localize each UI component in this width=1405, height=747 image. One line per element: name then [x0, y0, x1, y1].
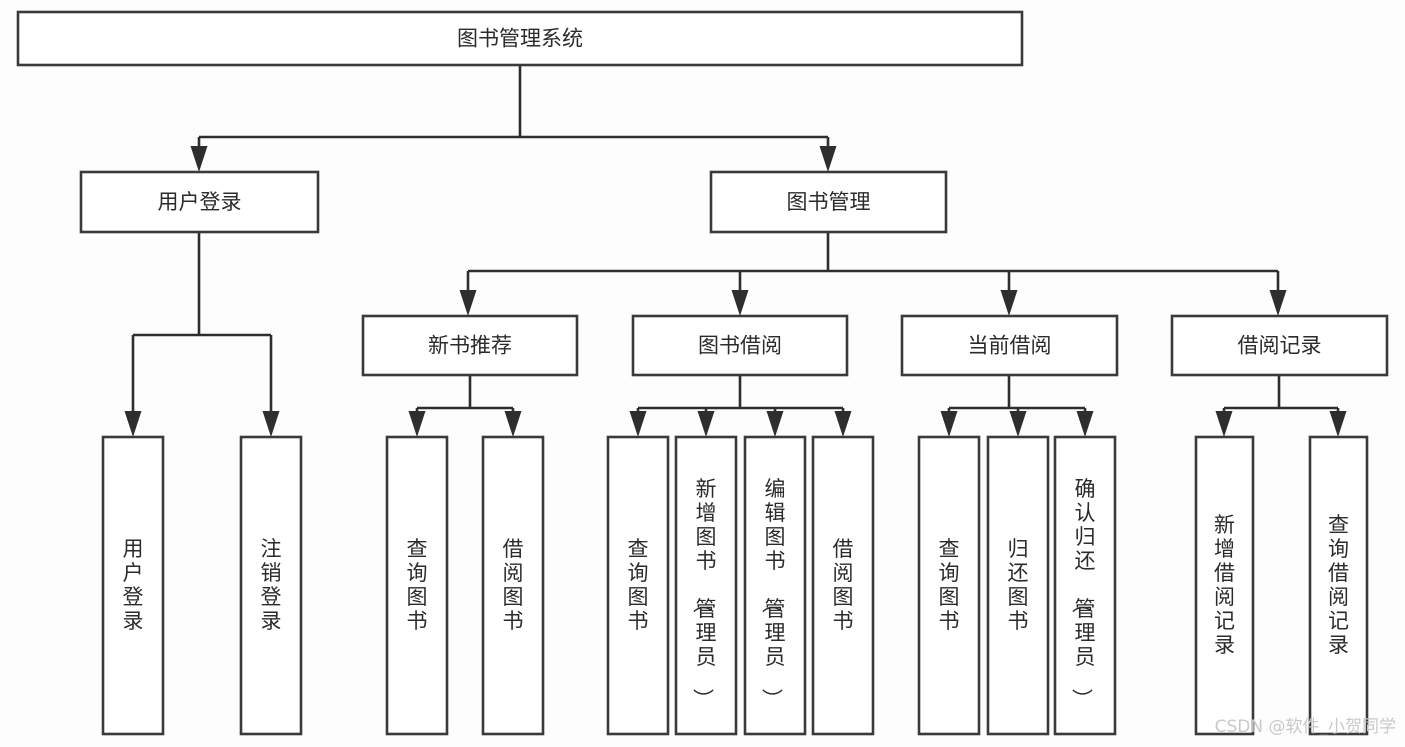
arrow-head-icon [124, 411, 142, 437]
node-label: 借阅图书 [833, 537, 854, 633]
arrow-head-icon [459, 290, 477, 316]
arrow-head-icon [1215, 411, 1233, 437]
arrow-head-icon [1076, 411, 1094, 437]
arrow-head-icon [190, 146, 208, 172]
leaf-add-borrow-record[interactable]: 新增借阅记录 [1194, 435, 1255, 736]
arrow-head-icon [697, 411, 715, 437]
node-label: 编辑图书（管理员） [760, 477, 786, 709]
leaf-user-login[interactable]: 用户登录 [101, 435, 165, 736]
connector-current-borrow-to-leaves [940, 375, 1094, 437]
arrow-head-icon [819, 146, 837, 172]
node-label: 借阅图书 [503, 537, 524, 633]
node-label: 图书管理系统 [457, 27, 583, 51]
arrow-head-icon [629, 411, 647, 437]
leaf-add-book-admin[interactable]: 新增图书（管理员） [674, 435, 738, 736]
node-label: 查询图书 [407, 537, 428, 633]
node-box [900, 314, 1119, 377]
node-layer: 图书管理系统用户登录图书管理新书推荐图书借阅当前借阅借阅记录用户登录注销登录查询… [16, 10, 1389, 736]
node-borrow-record[interactable]: 借阅记录 [1170, 314, 1389, 377]
connector-user-login-to-leaves [124, 232, 280, 437]
arrow-head-icon [834, 411, 852, 437]
leaf-confirm-return-admin[interactable]: 确认归还（管理员） [1053, 435, 1117, 736]
node-label: 确认归还（管理员） [1070, 477, 1096, 709]
node-label: 图书借阅 [698, 334, 782, 358]
connector-book-borrow-to-leaves [629, 375, 852, 437]
arrow-head-icon [262, 411, 280, 437]
node-label: 当前借阅 [968, 334, 1052, 358]
node-box [1194, 435, 1255, 736]
node-box [239, 435, 303, 736]
arrow-head-icon [940, 411, 958, 437]
leaf-user-logout[interactable]: 注销登录 [239, 435, 303, 736]
connector-layer [124, 65, 1347, 437]
arrow-head-icon [1000, 290, 1018, 316]
node-box [1170, 314, 1389, 377]
node-box [79, 170, 320, 234]
arrow-head-icon [504, 411, 522, 437]
connector-book-mgmt-to-level3 [459, 232, 1287, 316]
node-current-borrow[interactable]: 当前借阅 [900, 314, 1119, 377]
node-label: 查询图书 [939, 537, 960, 633]
node-box [1053, 435, 1117, 736]
leaf-query-book-current[interactable]: 查询图书 [917, 435, 981, 736]
connector-root-to-level2 [190, 65, 837, 172]
arrow-head-icon [408, 411, 426, 437]
node-label: 查询借阅记录 [1328, 513, 1349, 657]
node-label: 归还图书 [1008, 537, 1029, 633]
leaf-borrow-book-recommend[interactable]: 借阅图书 [481, 435, 545, 736]
node-box [385, 435, 449, 736]
node-box [101, 435, 165, 736]
node-label: 用户登录 [158, 190, 242, 214]
arrow-head-icon [1269, 290, 1287, 316]
arrow-head-icon [1329, 411, 1347, 437]
node-label: 借阅记录 [1238, 334, 1322, 358]
node-box [631, 314, 849, 377]
node-label: 图书管理 [787, 190, 871, 214]
node-box [674, 435, 738, 736]
node-label: 查询图书 [628, 537, 649, 633]
leaf-edit-book-admin[interactable]: 编辑图书（管理员） [743, 435, 807, 736]
node-label: 用户登录 [123, 537, 144, 633]
node-box [361, 314, 579, 377]
node-box [917, 435, 981, 736]
node-box [1308, 435, 1369, 736]
csdn-watermark: CSDN @软件_小贺同学 [1215, 717, 1396, 737]
connector-new-book-to-leaves [408, 375, 522, 437]
arrow-head-icon [766, 411, 784, 437]
node-system-root[interactable]: 图书管理系统 [16, 10, 1024, 67]
node-box [481, 435, 545, 736]
node-user-login[interactable]: 用户登录 [79, 170, 320, 234]
leaf-query-book-recommend[interactable]: 查询图书 [385, 435, 449, 736]
leaf-query-book-borrow[interactable]: 查询图书 [606, 435, 670, 736]
node-book-management[interactable]: 图书管理 [709, 170, 948, 234]
arrow-head-icon [731, 290, 749, 316]
node-new-book-recommend[interactable]: 新书推荐 [361, 314, 579, 377]
node-label: 新增借阅记录 [1214, 513, 1235, 657]
node-label: 新书推荐 [428, 334, 512, 358]
node-box [811, 435, 875, 736]
leaf-borrow-book[interactable]: 借阅图书 [811, 435, 875, 736]
leaf-return-book[interactable]: 归还图书 [986, 435, 1050, 736]
leaf-query-borrow-record[interactable]: 查询借阅记录 [1308, 435, 1369, 736]
node-box [709, 170, 948, 234]
node-box [606, 435, 670, 736]
connector-borrow-record-to-leaves [1215, 375, 1347, 437]
node-book-borrow[interactable]: 图书借阅 [631, 314, 849, 377]
arrow-head-icon [1009, 411, 1027, 437]
node-box [986, 435, 1050, 736]
node-box [743, 435, 807, 736]
node-label: 新增图书（管理员） [691, 477, 717, 709]
node-box [16, 10, 1024, 67]
node-label: 注销登录 [261, 537, 282, 633]
